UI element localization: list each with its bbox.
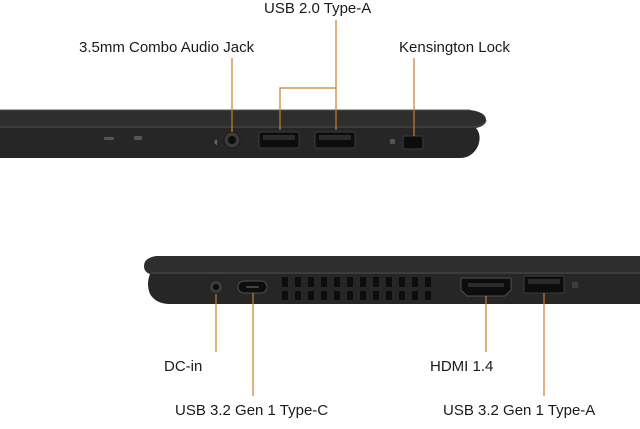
led-icon (134, 136, 142, 140)
bottom-base (148, 274, 640, 304)
label-usb2-type-a: USB 2.0 Type-A (264, 0, 372, 17)
label-dc-in: DC-in (164, 358, 203, 375)
label-audio-jack: 3.5mm Combo Audio Jack (79, 39, 255, 56)
vent-grille (282, 277, 431, 300)
bottom-laptop-side-view (144, 256, 640, 304)
top-lid (0, 110, 486, 128)
label-usb-c: USB 3.2 Gen 1 Type-C (175, 402, 329, 419)
top-laptop-side-view: ◖ (0, 109, 487, 158)
label-kensington-lock: Kensington Lock (399, 39, 510, 56)
label-usb-a: USB 3.2 Gen 1 Type-A (443, 402, 596, 419)
top-callouts (231, 20, 415, 136)
kensington-lock-slot (402, 135, 424, 150)
bottom-callouts (215, 293, 545, 396)
label-hdmi: HDMI 1.4 (430, 358, 494, 375)
led-icon (104, 137, 114, 140)
callout-usb2-branch (279, 87, 337, 130)
top-seam (0, 119, 487, 128)
usb-a-port (523, 275, 565, 294)
bottom-lid (144, 256, 640, 274)
svg-text:◖: ◖ (214, 138, 218, 146)
